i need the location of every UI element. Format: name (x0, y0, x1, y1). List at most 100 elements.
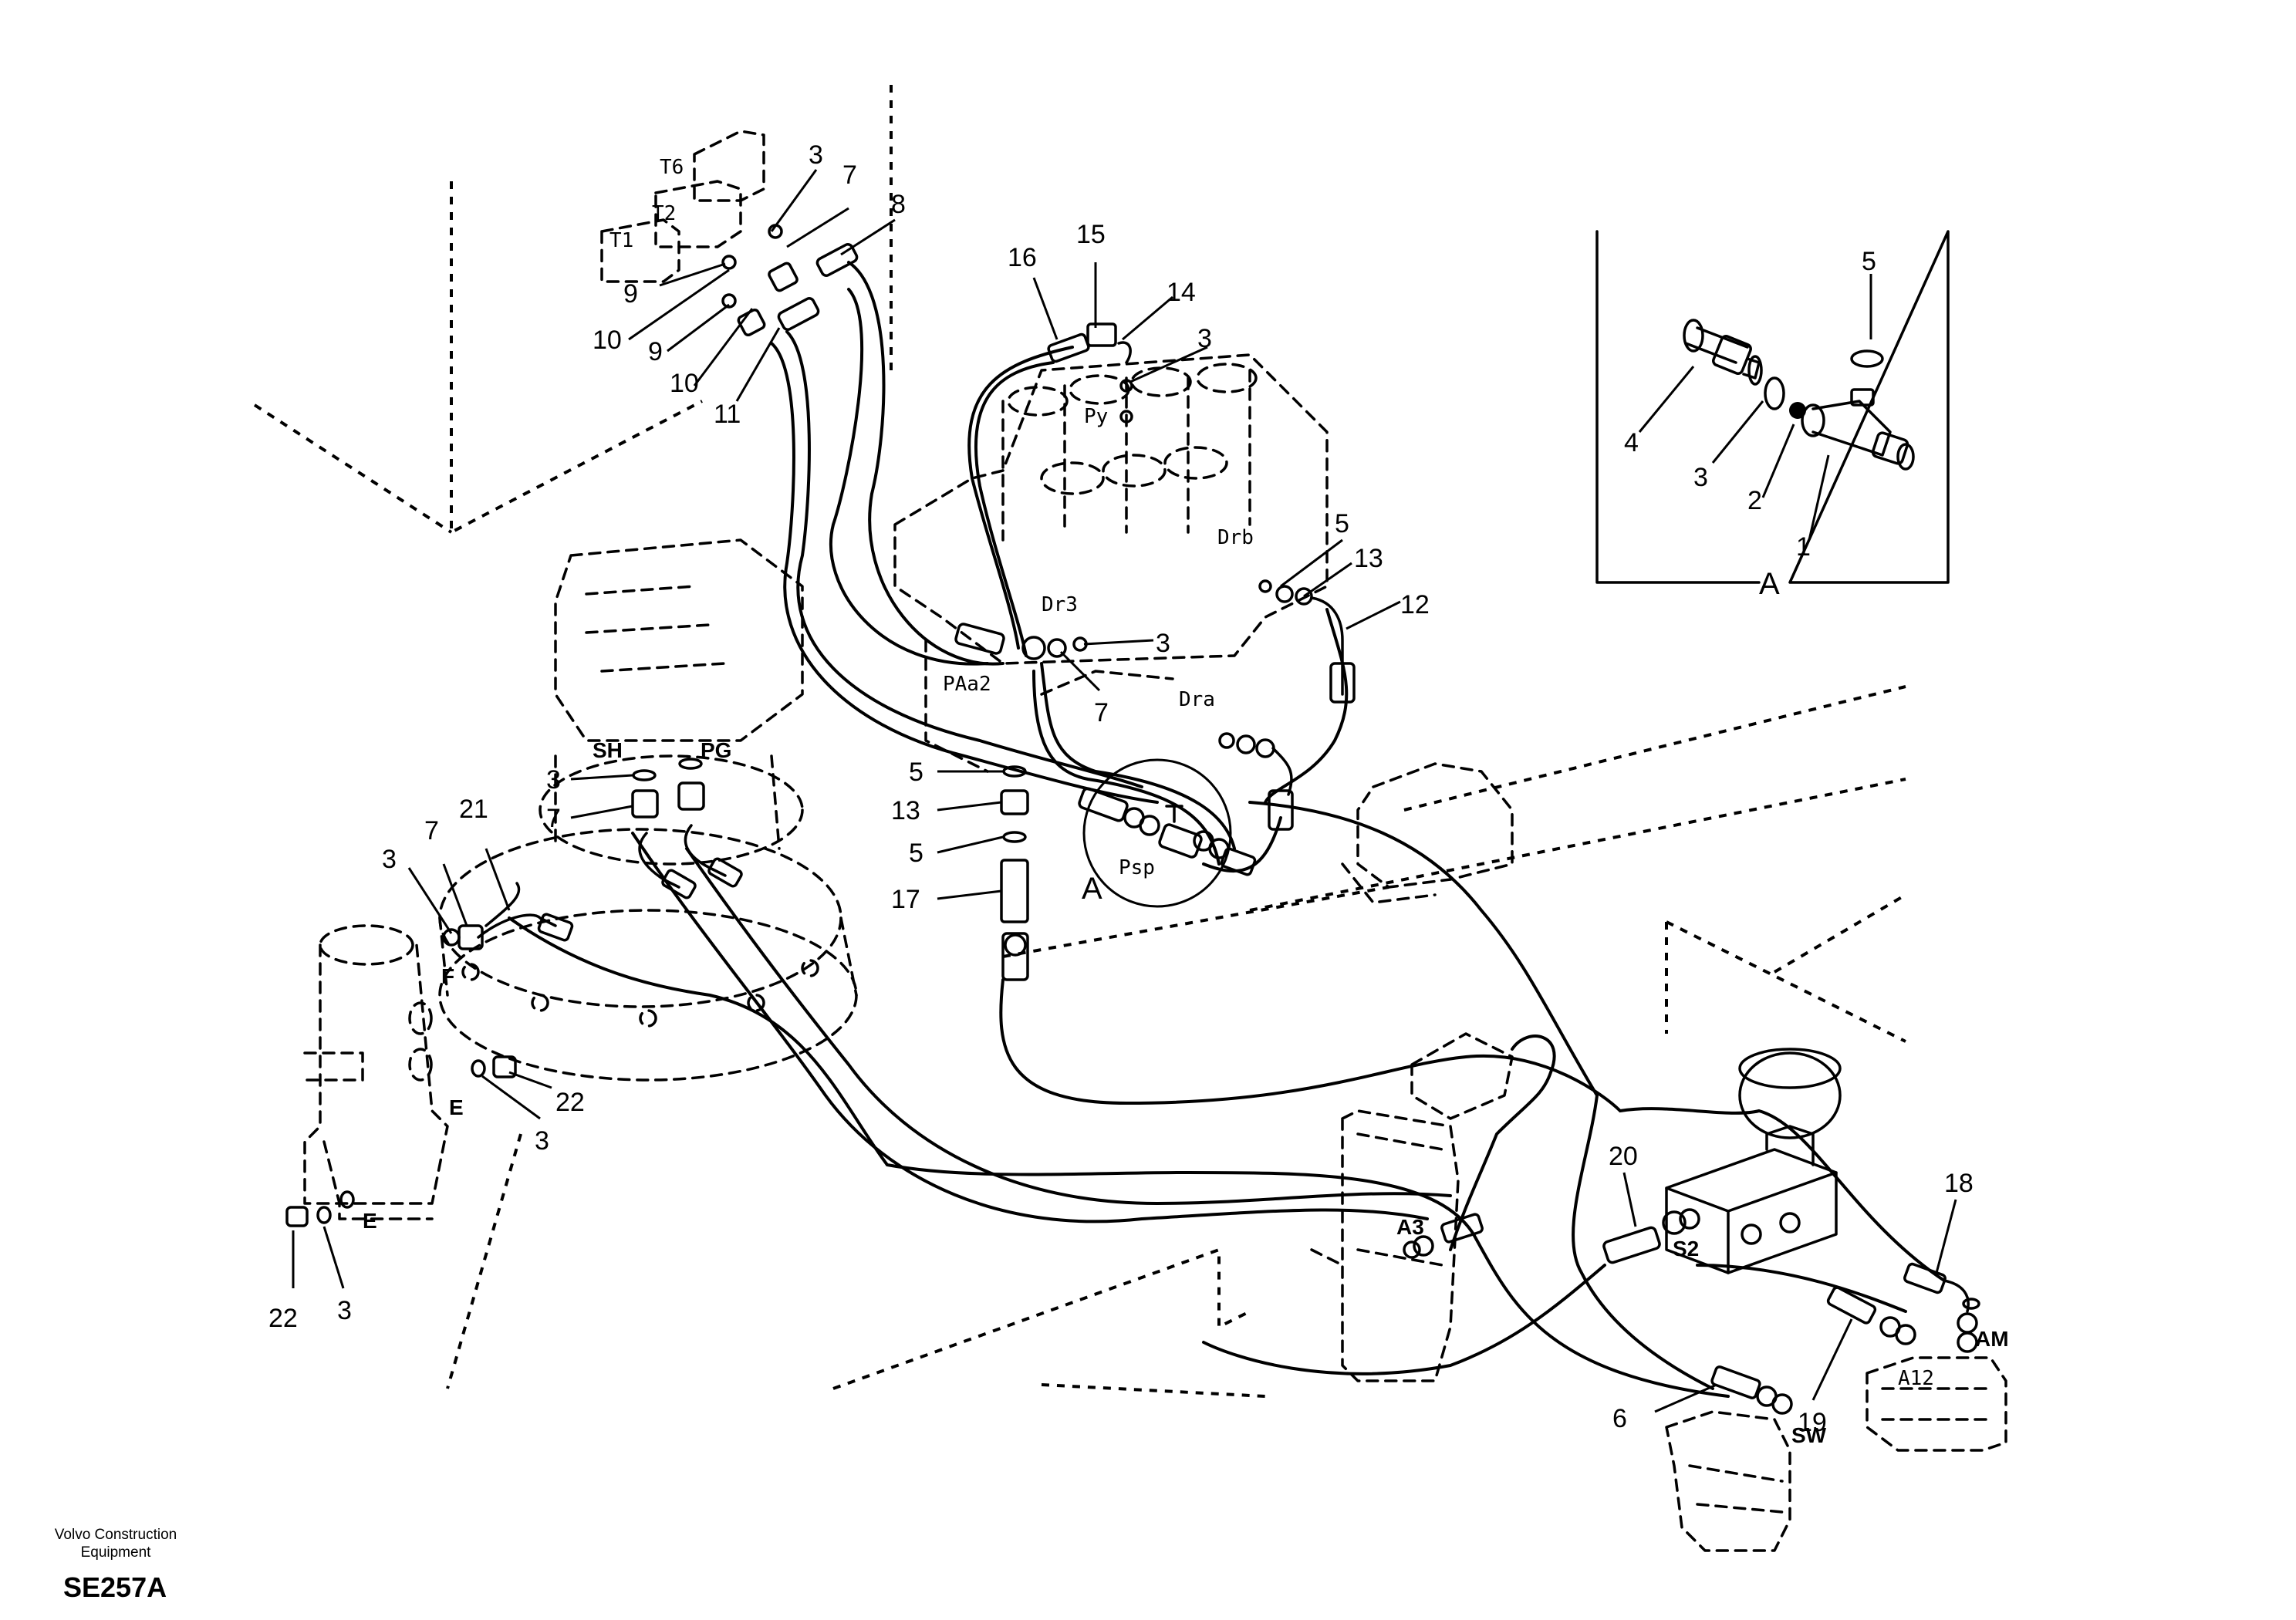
port-t2: T2 (652, 202, 676, 225)
detail-view-a: A 5 4 3 2 1 (1595, 230, 1950, 601)
fitting-22-left (285, 1055, 517, 1227)
frame-lines (253, 85, 1907, 1398)
callout-16: 16 (1008, 243, 1037, 272)
detail-label-5: 5 (1862, 247, 1876, 276)
brand-line-1: Volvo Construction (55, 1527, 177, 1543)
detail-label-2: 2 (1747, 486, 1762, 515)
callout-3-top: 3 (809, 140, 823, 170)
fitting-12 (1258, 579, 1356, 704)
port-s2: S2 (1673, 1237, 1699, 1261)
port-a12: A12 (1898, 1367, 1934, 1390)
callout-19: 19 (1798, 1408, 1827, 1437)
detail-view-title: A (1759, 567, 1780, 601)
fitting-20 (1602, 1208, 1700, 1264)
callout-7-dr3: 7 (1094, 698, 1109, 727)
detail-part-3 (1764, 376, 1785, 410)
swivel-sh-pg (631, 758, 743, 899)
callout-7-sh: 7 (546, 804, 561, 833)
port-psp: Psp (1119, 856, 1155, 879)
port-drb: Drb (1217, 526, 1254, 549)
callout-3-sh: 3 (546, 765, 561, 795)
fitting-11-top (737, 297, 820, 337)
callout-15: 15 (1076, 220, 1106, 249)
callout-10-b: 10 (670, 369, 699, 398)
callout-7-f: 7 (424, 816, 439, 845)
callout-14: 14 (1167, 278, 1196, 307)
port-dra: Dra (1179, 688, 1215, 711)
fitting-psp (1078, 758, 1257, 908)
fitting-21 (442, 882, 574, 950)
fitting-6 (1710, 1365, 1793, 1415)
callout-21: 21 (459, 795, 488, 824)
callout-22-lower: 22 (268, 1304, 298, 1333)
fitting-15-16 (1047, 322, 1132, 364)
footer: Volvo Construction Equipment SE257A (55, 1527, 177, 1603)
fitting-19 (1826, 1286, 1916, 1345)
callout-numbers: 3 7 8 9 10 9 10 11 16 15 14 3 5 13 12 3 … (268, 140, 1974, 1437)
fitting-a3 (1403, 1213, 1484, 1259)
callout-3-f: 3 (382, 845, 397, 874)
swing-motor (438, 538, 858, 1082)
callout-13-right: 13 (1354, 544, 1383, 573)
callout-3-dr3: 3 (1156, 629, 1170, 658)
hoses (508, 261, 1946, 1398)
callout-22-upper: 22 (555, 1088, 585, 1117)
valve-sw (1665, 1410, 1791, 1552)
main-valve-block (893, 353, 1329, 773)
callout-20: 20 (1609, 1142, 1638, 1171)
detail-part-1 (1801, 388, 1915, 471)
callout-3-lower: 3 (337, 1296, 352, 1325)
callout-10-a: 10 (593, 326, 622, 355)
callout-7-top: 7 (842, 160, 857, 190)
callout-8: 8 (891, 190, 906, 219)
callout-3-pilot: 3 (1197, 324, 1212, 353)
callout-12: 12 (1400, 590, 1430, 619)
fittings (285, 224, 1980, 1415)
detail-part-4 (1683, 319, 1763, 386)
valve-a12 (1866, 1356, 2007, 1452)
port-t6: T6 (660, 156, 684, 179)
port-sw: SW (1791, 1423, 1827, 1447)
port-labels: T6 T2 T1 Py Drb Dr3 PAa2 Dra Psp SH PG F… (363, 156, 2009, 1447)
callout-13-stack: 13 (891, 796, 920, 825)
callout-9-a: 9 (623, 279, 638, 309)
detail-label-3: 3 (1693, 463, 1708, 492)
fitting-18 (1903, 1262, 1980, 1353)
drawing-code: SE257A (63, 1571, 167, 1603)
detail-leaders (1638, 274, 1872, 541)
manifold-a3 (1310, 1032, 1514, 1382)
accumulator-block (1665, 1048, 1842, 1274)
callout-11: 11 (714, 400, 741, 429)
port-e-lower: E (363, 1209, 377, 1233)
callout-18: 18 (1944, 1169, 1974, 1198)
detail-label-4: 4 (1624, 428, 1639, 457)
port-am: AM (1975, 1327, 2009, 1351)
view-a-marker: A (1082, 872, 1102, 906)
detail-part-5 (1850, 349, 1884, 368)
port-dr3: Dr3 (1042, 593, 1078, 616)
port-e-upper: E (449, 1095, 464, 1119)
port-py: Py (1084, 405, 1108, 428)
left-motor (303, 924, 449, 1220)
tank-manifold (600, 130, 765, 283)
port-t1: T1 (609, 229, 633, 252)
callout-17: 17 (891, 885, 920, 914)
fitting-dr3 (954, 623, 1088, 660)
callout-leaders (292, 169, 1957, 1413)
callout-3-e: 3 (535, 1126, 549, 1156)
port-sh: SH (593, 738, 623, 762)
port-paa2: PAa2 (943, 673, 991, 696)
brand-line-2: Equipment (81, 1544, 152, 1561)
fitting-8-top (768, 243, 859, 292)
callout-5-stack-a: 5 (909, 758, 923, 787)
center-stack (1000, 765, 1029, 981)
center-block (1341, 762, 1514, 904)
port-f: F (441, 964, 454, 988)
callout-5-right: 5 (1335, 509, 1349, 538)
callout-9-b: 9 (648, 337, 663, 366)
port-a3: A3 (1396, 1215, 1424, 1239)
port-pg: PG (701, 738, 731, 762)
detail-label-1: 1 (1796, 532, 1811, 562)
fitting-dra (1218, 732, 1294, 831)
